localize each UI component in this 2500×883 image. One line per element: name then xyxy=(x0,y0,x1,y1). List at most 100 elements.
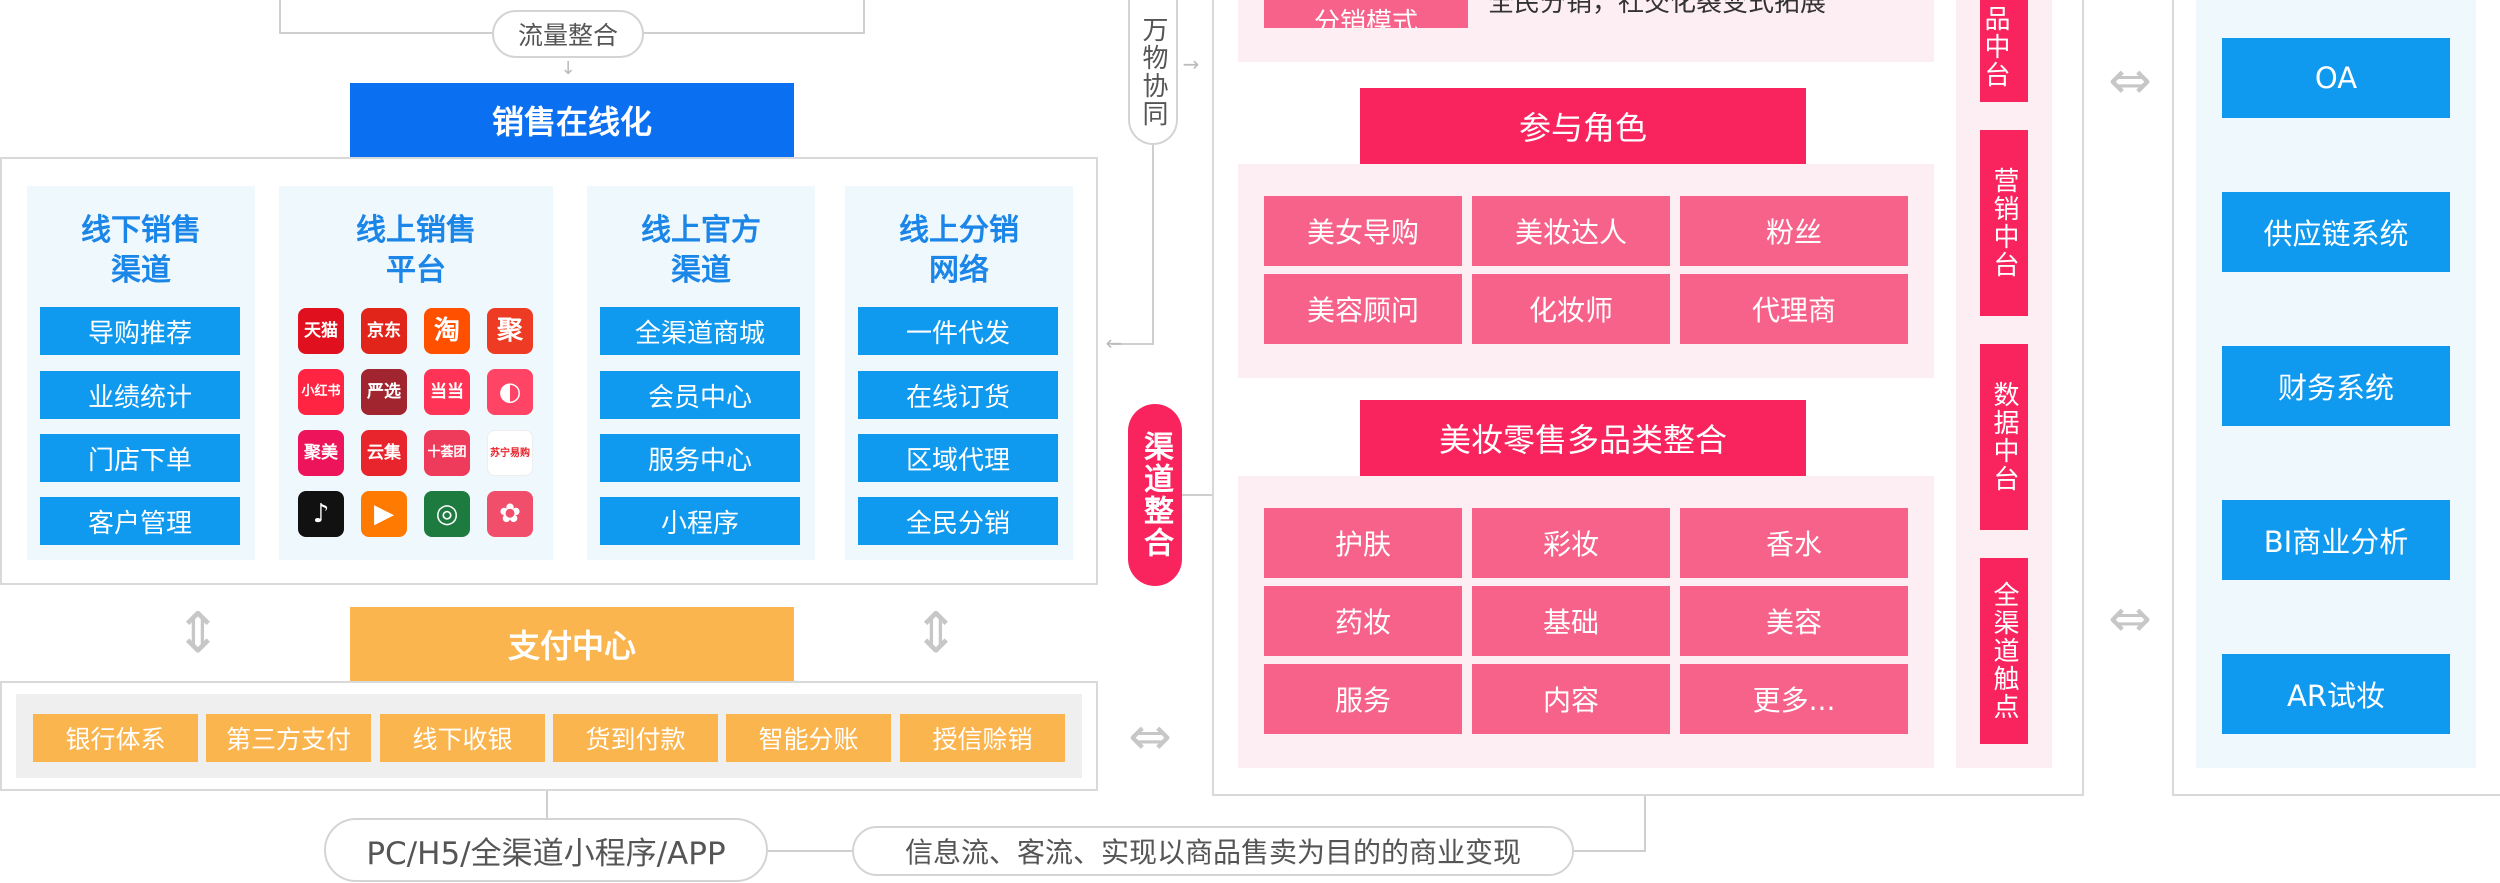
yanxuan-icon-label: 严选 xyxy=(367,381,401,402)
connector-line xyxy=(1574,850,1646,852)
tab-product-middle[interactable]: 品中台 xyxy=(1980,0,2028,102)
taobao-icon[interactable]: 淘 xyxy=(424,308,470,354)
category-skincare[interactable]: 护肤 xyxy=(1264,508,1462,578)
category-more[interactable]: 更多... xyxy=(1680,664,1908,734)
xiaohongshu-icon-label: 小红书 xyxy=(301,383,341,399)
category-medical-cosmetics[interactable]: 药妆 xyxy=(1264,586,1462,656)
offline-item-guide-recommend[interactable]: 导购推荐 xyxy=(40,307,240,355)
yunji-icon-label: 云集 xyxy=(367,442,401,463)
official-channel-title: 线上官方 渠道 xyxy=(641,213,761,288)
pay-center-header: 支付中心 xyxy=(350,607,794,681)
role-makeup-artist[interactable]: 化妆师 xyxy=(1472,274,1670,344)
connector-line xyxy=(1182,494,1212,496)
dangdang-icon-label: 当当 xyxy=(430,381,464,402)
douyin-icon-glyph: ♪ xyxy=(312,499,330,529)
system-oa[interactable]: OA xyxy=(2222,38,2450,118)
pay-item-bank[interactable]: 银行体系 xyxy=(33,714,198,762)
shihuituan-icon[interactable]: 十荟团 xyxy=(424,430,470,476)
traffic-integration-pill: 流量整合 xyxy=(492,10,644,58)
role-beauty-guide[interactable]: 美女导购 xyxy=(1264,196,1462,266)
mogujie-icon-glyph: ◐ xyxy=(498,377,522,407)
official-item-mini-program[interactable]: 小程序 xyxy=(600,497,800,545)
system-ar-tryon[interactable]: AR试妆 xyxy=(2222,654,2450,734)
connector-line xyxy=(546,791,548,819)
role-beauty-consultant[interactable]: 美容顾问 xyxy=(1264,274,1462,344)
dist-item-regional-agent[interactable]: 区域代理 xyxy=(858,434,1058,482)
system-finance[interactable]: 财务系统 xyxy=(2222,346,2450,426)
double-arrow-horizontal-icon: ⇔ xyxy=(2108,51,2152,111)
online-platform-title: 线上销售 平台 xyxy=(356,213,476,288)
official-item-omni-mall[interactable]: 全渠道商城 xyxy=(600,307,800,355)
yanxuan-icon[interactable]: 严选 xyxy=(361,369,407,415)
lvyin-icon[interactable]: ◎ xyxy=(424,491,470,537)
distribution-mode-label: 分销模式 xyxy=(1264,0,1468,28)
juhuasuan-icon[interactable]: 聚 xyxy=(487,308,533,354)
arrow-left-icon: ← xyxy=(1105,331,1123,355)
double-arrow-horizontal-icon: ⇔ xyxy=(2108,589,2152,649)
category-basic[interactable]: 基础 xyxy=(1472,586,1670,656)
category-beauty[interactable]: 美容 xyxy=(1680,586,1908,656)
dist-item-online-order[interactable]: 在线订货 xyxy=(858,371,1058,419)
category-perfume[interactable]: 香水 xyxy=(1680,508,1908,578)
role-fans[interactable]: 粉丝 xyxy=(1680,196,1908,266)
suning-icon-label: 苏宁易购 xyxy=(490,447,530,459)
connector-line xyxy=(863,0,865,34)
pay-item-third-party[interactable]: 第三方支付 xyxy=(206,714,371,762)
connector-line xyxy=(768,850,852,852)
douyin-icon[interactable]: ♪ xyxy=(298,491,344,537)
system-supply-chain[interactable]: 供应链系统 xyxy=(2222,192,2450,272)
xiaohongshu-icon[interactable]: 小红书 xyxy=(298,369,344,415)
pay-item-cod[interactable]: 货到付款 xyxy=(553,714,718,762)
business-monetization-pill: 信息流、客流、实现以商品售卖为目的的商业变现 xyxy=(852,826,1574,876)
category-service[interactable]: 服务 xyxy=(1264,664,1462,734)
dist-item-all-distribution[interactable]: 全民分销 xyxy=(858,497,1058,545)
roles-header: 参与角色 xyxy=(1360,88,1806,164)
dangdang-icon[interactable]: 当当 xyxy=(424,369,470,415)
role-agent[interactable]: 代理商 xyxy=(1680,274,1908,344)
official-item-service-center[interactable]: 服务中心 xyxy=(600,434,800,482)
official-item-member-center[interactable]: 会员中心 xyxy=(600,371,800,419)
collaboration-pill: 万物协同 xyxy=(1128,0,1178,145)
pay-item-offline-cashier[interactable]: 线下收银 xyxy=(380,714,545,762)
pay-item-credit[interactable]: 授信赊销 xyxy=(900,714,1065,762)
offline-item-performance-stats[interactable]: 业绩统计 xyxy=(40,371,240,419)
distribution-mode-text-content: 全民分销，社交化裂变式拓展 xyxy=(1488,0,1827,18)
lvyin-icon-glyph: ◎ xyxy=(435,499,459,529)
tab-omni-channel-touchpoint[interactable]: 全渠道触点 xyxy=(1980,558,2028,744)
category-header: 美妆零售多品类整合 xyxy=(1360,400,1806,476)
mogujie-icon[interactable]: ◐ xyxy=(487,369,533,415)
category-content[interactable]: 内容 xyxy=(1472,664,1670,734)
flower-icon-glyph: ✿ xyxy=(499,499,521,529)
pay-item-smart-split[interactable]: 智能分账 xyxy=(726,714,891,762)
jd-icon[interactable]: 京东 xyxy=(361,308,407,354)
double-arrow-vertical-icon: ⇕ xyxy=(912,601,960,666)
channel-integration-pill: 渠道整合 xyxy=(1128,404,1182,586)
distribution-mode-label-text: 分销模式 xyxy=(1313,8,1418,28)
role-makeup-expert[interactable]: 美妆达人 xyxy=(1472,196,1670,266)
dist-item-dropship[interactable]: 一件代发 xyxy=(858,307,1058,355)
suning-icon[interactable]: 苏宁易购 xyxy=(487,430,533,476)
arrow-down-icon: ↓ xyxy=(560,57,576,79)
yunji-icon[interactable]: 云集 xyxy=(361,430,407,476)
sales-online-header: 销售在线化 xyxy=(350,83,794,157)
shihuituan-icon-label: 十荟团 xyxy=(427,444,467,460)
tab-marketing-middle[interactable]: 营销中台 xyxy=(1980,130,2028,316)
arrow-right-icon: → xyxy=(1182,52,1200,76)
offline-item-customer-manage[interactable]: 客户管理 xyxy=(40,497,240,545)
tmall-icon-label: 天猫 xyxy=(304,320,338,341)
connector-line xyxy=(279,0,281,34)
jumei-icon[interactable]: 聚美 xyxy=(298,430,344,476)
offline-channel-title: 线下销售 渠道 xyxy=(81,213,201,288)
taobao-icon-label: 淘 xyxy=(433,315,460,346)
connector-line xyxy=(1644,796,1646,852)
category-cosmetics[interactable]: 彩妆 xyxy=(1472,508,1670,578)
connector-line xyxy=(1112,343,1154,345)
tmall-icon[interactable]: 天猫 xyxy=(298,308,344,354)
system-bi-analysis[interactable]: BI商业分析 xyxy=(2222,500,2450,580)
kuaishou-icon[interactable]: ▶ xyxy=(361,491,407,537)
offline-item-store-order[interactable]: 门店下单 xyxy=(40,434,240,482)
double-arrow-horizontal-icon: ⇔ xyxy=(1128,707,1172,767)
flower-icon[interactable]: ✿ xyxy=(487,491,533,537)
tab-data-middle[interactable]: 数据中台 xyxy=(1980,344,2028,530)
kuaishou-icon-glyph: ▶ xyxy=(374,499,394,529)
